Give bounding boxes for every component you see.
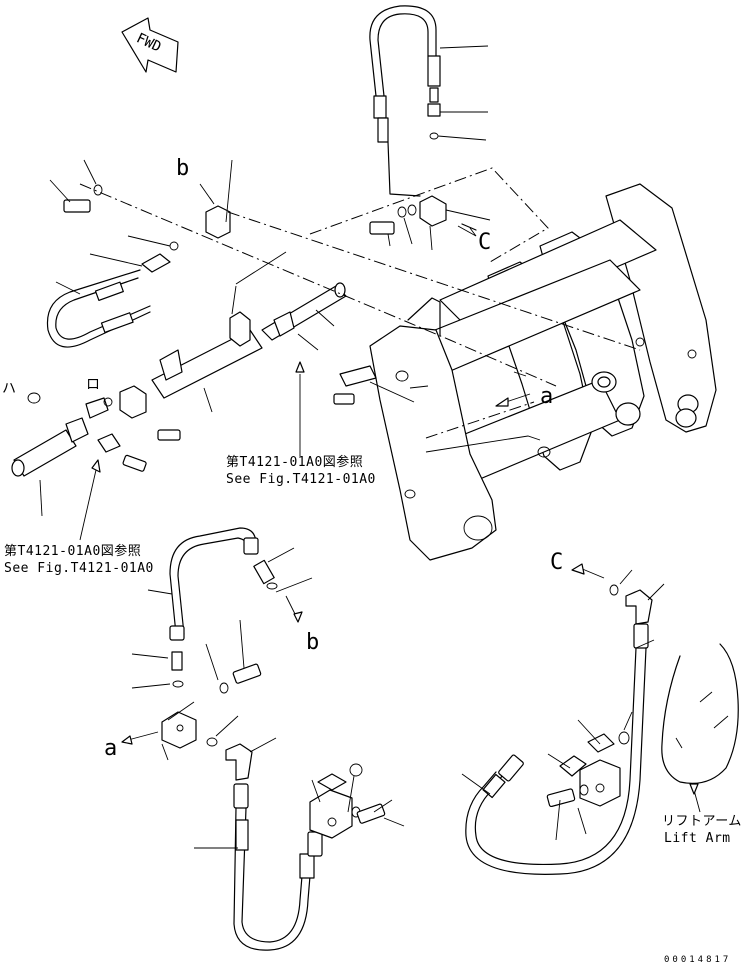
lift-arm-sketch — [661, 643, 739, 813]
callout-ro: ロ — [86, 377, 100, 393]
callout-b-lower: b — [306, 630, 320, 655]
centerline-4 — [425, 401, 535, 439]
reference-upper-ja: 第T4121-01A0図参照 — [226, 455, 364, 470]
centerline-2 — [227, 211, 641, 351]
callout-a-main: a — [540, 384, 554, 409]
upper-hose — [369, 5, 441, 143]
centerline-3 — [309, 167, 549, 263]
callout-ha: ハ — [2, 381, 16, 397]
reference-upper-en: See Fig.T4121-01A0 — [226, 472, 376, 487]
lift-arm-structure — [333, 183, 717, 561]
lift-arm-label-ja: リフトアーム — [662, 814, 742, 829]
upper-hose-leaders — [437, 45, 489, 141]
document-number: 00014817 — [664, 955, 732, 965]
ref-left-leader — [79, 469, 97, 541]
fwd-arrow-icon — [121, 17, 179, 73]
callout-c-upper: C — [478, 230, 492, 255]
callout-b-upper: b — [176, 156, 190, 181]
lift-arm-label-en: Lift Arm — [664, 831, 731, 846]
callout-a-lower: a — [104, 736, 118, 761]
reference-left-en: See Fig.T4121-01A0 — [4, 561, 154, 576]
lower-left-assembly — [121, 527, 405, 951]
reference-left-ja: 第T4121-01A0図参照 — [4, 544, 142, 559]
callout-c-lower: C — [550, 550, 564, 575]
lower-right-assembly — [461, 563, 665, 875]
centerline-1 — [79, 183, 557, 387]
block-c-upper — [369, 141, 491, 251]
